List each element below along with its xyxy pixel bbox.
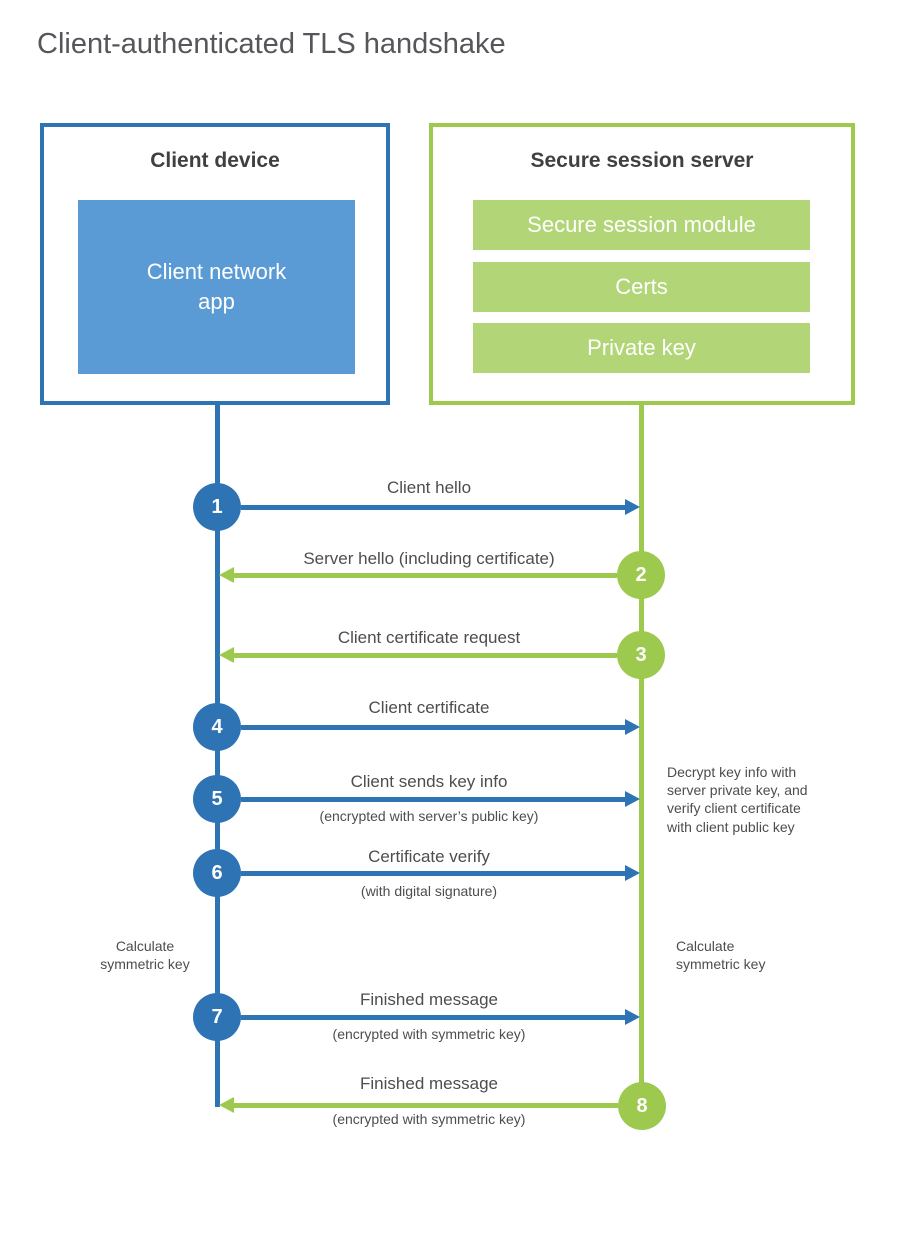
message-sublabel-6: (with digital signature) — [360, 883, 498, 899]
step-number: 8 — [636, 1094, 648, 1117]
step-circle-4: 4 — [193, 703, 241, 751]
step-number: 2 — [635, 563, 647, 586]
step-circle-7: 7 — [193, 993, 241, 1041]
message-sublabel-5: (encrypted with server’s public key) — [319, 808, 539, 824]
secure-session-server-heading: Secure session server — [530, 149, 754, 172]
message-label-3: Client certificate request — [337, 628, 521, 647]
arrowhead-right-icon — [625, 865, 640, 881]
message-arrow-4 — [241, 725, 625, 730]
arrowhead-right-icon — [625, 719, 640, 735]
step-number: 6 — [211, 861, 223, 884]
calculate-symmetric-key-note-client: Calculate symmetric key — [100, 938, 190, 973]
arrowhead-right-icon — [625, 499, 640, 515]
message-label-4: Client certificate — [368, 698, 490, 717]
arrowhead-left-icon — [219, 1097, 234, 1113]
message-arrow-1 — [241, 505, 625, 510]
step-circle-8: 8 — [618, 1082, 666, 1130]
message-label-8: Finished message — [360, 1074, 498, 1093]
message-label-1: Client hello — [386, 478, 472, 497]
arrowhead-left-icon — [219, 647, 234, 663]
server-lifeline — [639, 405, 644, 1105]
message-label-6: Certificate verify — [368, 847, 490, 866]
client-lifeline — [215, 405, 220, 1107]
message-arrow-6 — [241, 871, 625, 876]
private-key-bar: Private key — [473, 323, 810, 373]
arrowhead-right-icon — [625, 1009, 640, 1025]
certs-bar: Certs — [473, 262, 810, 312]
step-number: 4 — [211, 715, 223, 738]
secure-session-module-bar: Secure session module — [473, 200, 810, 250]
calculate-symmetric-key-note-server: Calculate symmetric key — [676, 938, 766, 973]
message-arrow-3 — [233, 653, 617, 658]
message-sublabel-8: (encrypted with symmetric key) — [332, 1111, 526, 1127]
message-label-5: Client sends key info — [350, 772, 508, 791]
step-circle-6: 6 — [193, 849, 241, 897]
step-number: 7 — [211, 1005, 223, 1028]
arrowhead-right-icon — [625, 791, 640, 807]
message-label-2: Server hello (including certificate) — [303, 549, 555, 568]
page-title: Client-authenticated TLS handshake — [37, 28, 506, 60]
step-circle-3: 3 — [617, 631, 665, 679]
step-circle-5: 5 — [193, 775, 241, 823]
message-arrow-2 — [233, 573, 617, 578]
step-number: 3 — [635, 643, 647, 666]
step-circle-2: 2 — [617, 551, 665, 599]
message-sublabel-7: (encrypted with symmetric key) — [332, 1026, 526, 1042]
step-number: 1 — [211, 495, 223, 518]
step-circle-1: 1 — [193, 483, 241, 531]
message-label-7: Finished message — [360, 990, 498, 1009]
step-number: 5 — [211, 787, 223, 810]
client-network-app-box: Client network app — [78, 200, 355, 374]
server-decrypt-note: Decrypt key info with server private key… — [667, 764, 808, 835]
message-arrow-5 — [241, 797, 625, 802]
message-arrow-7 — [241, 1015, 625, 1020]
message-arrow-8 — [233, 1103, 618, 1108]
client-device-heading: Client device — [150, 149, 280, 172]
arrowhead-left-icon — [219, 567, 234, 583]
